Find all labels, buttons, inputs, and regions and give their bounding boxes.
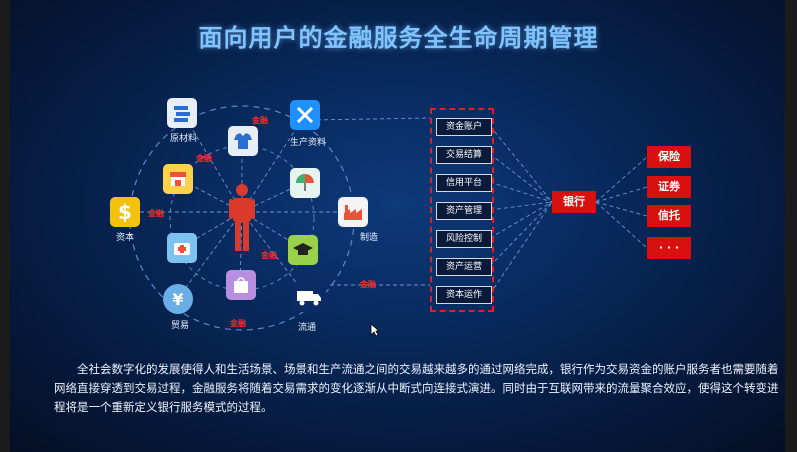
service-settlement: 交易结算	[436, 146, 492, 164]
dollar-icon: $	[110, 197, 140, 227]
yen-icon: ¥	[163, 284, 193, 314]
person-icon	[227, 183, 257, 257]
node-label-capital: 资本	[116, 233, 135, 243]
service-fund-account: 资金账户	[436, 118, 492, 136]
shirt-icon	[228, 126, 258, 156]
finance-tag: 金融	[196, 154, 212, 163]
node-label-tools: 生产资料	[290, 138, 327, 148]
service-links	[309, 117, 648, 295]
finance-tag: 金融	[148, 209, 164, 218]
service-asset-operation: 资产运营	[436, 258, 492, 276]
bank-box: 银行	[552, 191, 596, 213]
truck-icon	[292, 282, 326, 312]
service-risk-control: 风险控制	[436, 230, 492, 248]
service-asset-management: 资产管理	[436, 202, 492, 220]
page-title: 面向用户的金融服务全生命周期管理	[198, 24, 599, 52]
node-label-manufacture: 制造	[360, 233, 379, 243]
item-securities: 证券	[647, 176, 691, 198]
item-more: · · ·	[647, 237, 691, 259]
item-trust: 信托	[647, 205, 691, 227]
node-label-raw-material: 原材料	[170, 134, 198, 144]
raw-material-icon	[167, 98, 197, 128]
shop-icon	[163, 164, 193, 194]
shopping-bag-icon	[226, 270, 256, 300]
graduation-cap-icon	[288, 235, 318, 265]
node-label-circulation: 流通	[298, 323, 317, 333]
tools-icon	[290, 100, 320, 130]
node-label-trade: 贸易	[171, 321, 190, 331]
item-insurance: 保险	[647, 146, 691, 168]
service-credit-platform: 信用平台	[436, 174, 492, 192]
umbrella-icon	[290, 168, 320, 198]
service-capital-operation: 资本运作	[436, 286, 492, 304]
cursor-icon	[370, 322, 381, 341]
finance-tag: 金融	[252, 116, 268, 125]
finance-tag: 金融	[261, 251, 277, 260]
medical-kit-icon	[167, 233, 197, 263]
services-group	[430, 108, 494, 312]
finance-tag: 金融	[230, 319, 246, 328]
description-paragraph: 全社会数字化的发展使得人和生活场景、场景和生产流通之间的交易越来越多的通过网络完…	[54, 360, 784, 417]
description-text: 全社会数字化的发展使得人和生活场景、场景和生产流通之间的交易越来越多的通过网络完…	[54, 362, 779, 414]
factory-icon	[338, 197, 368, 227]
finance-tag: 金融	[360, 280, 376, 289]
